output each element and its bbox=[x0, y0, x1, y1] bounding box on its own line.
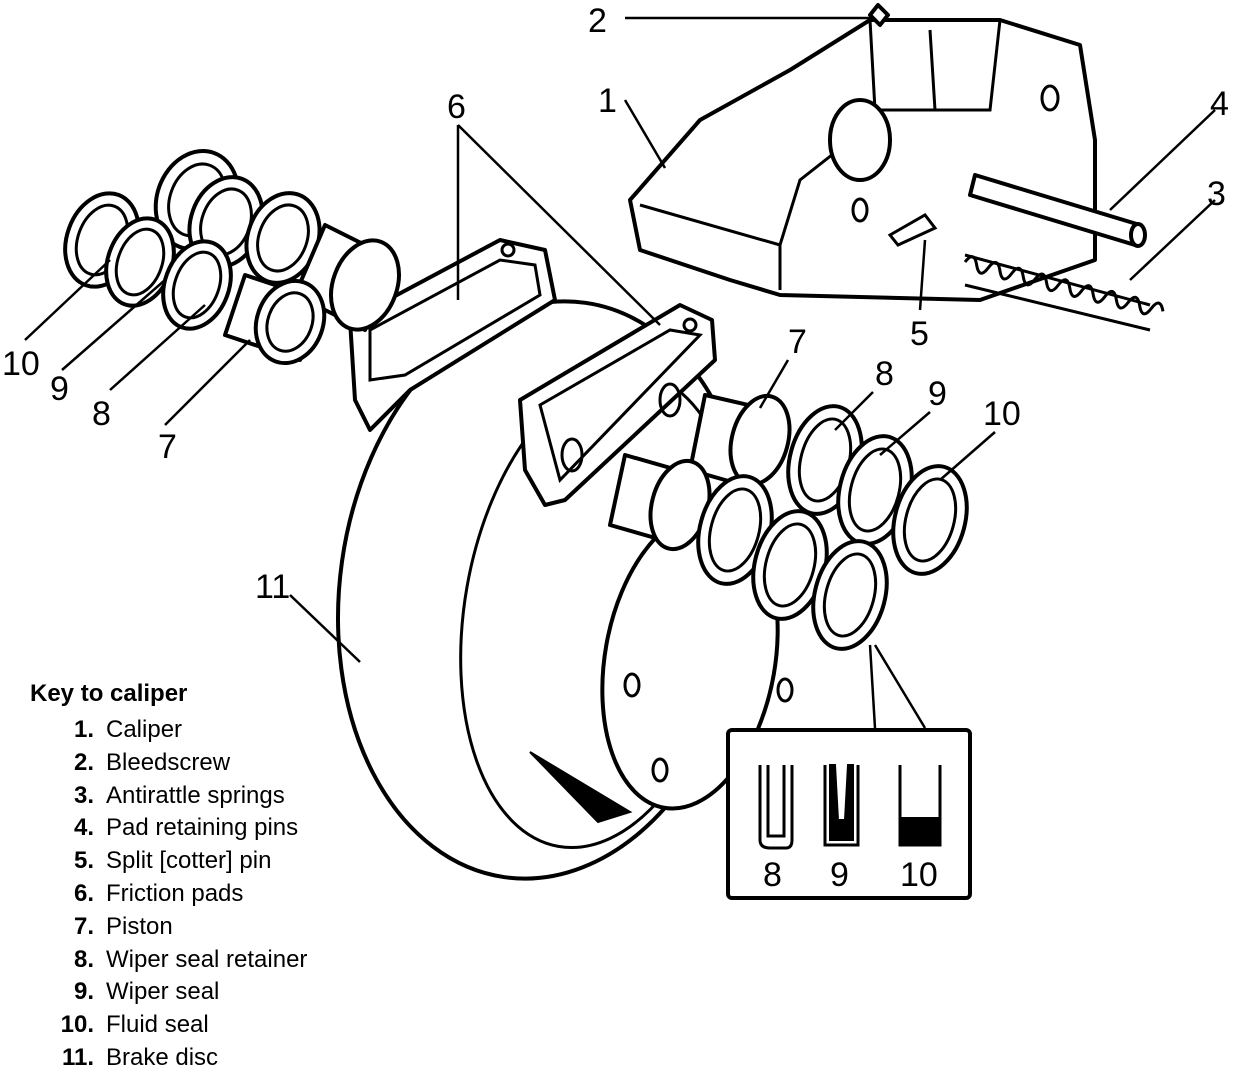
key-item: 9. Wiper seal bbox=[30, 976, 307, 1009]
key-item: 11. Brake disc bbox=[30, 1042, 307, 1075]
key-item-number: 1. bbox=[73, 716, 94, 743]
inset-label-9: 9 bbox=[830, 856, 849, 894]
key-item-number: 11. bbox=[61, 1043, 94, 1071]
key-item-label: Bleedscrew bbox=[106, 748, 231, 776]
key-item-number: 10. bbox=[60, 1011, 94, 1039]
callout-3: 3 bbox=[1207, 175, 1226, 213]
leader-lines bbox=[24, 16, 1216, 663]
callout-9-left: 9 bbox=[50, 370, 69, 408]
pad-retaining-pin bbox=[968, 173, 1147, 248]
key-item-label: Brake disc bbox=[106, 1043, 219, 1071]
callout-1: 1 bbox=[598, 82, 617, 120]
antirattle-spring bbox=[963, 253, 1165, 332]
callout-11: 11 bbox=[255, 568, 290, 606]
inset-label-10: 10 bbox=[900, 856, 938, 894]
key-item-label: Split [cotter] pin bbox=[106, 847, 272, 875]
callout-7-right: 7 bbox=[788, 323, 807, 361]
key-item-number: 9. bbox=[73, 978, 94, 1006]
key-item-label: Caliper bbox=[106, 716, 183, 743]
callout-labels: 1 2 3 4 5 6 7 7 8 8 9 9 10 10 11 8 9 10 bbox=[2, 2, 1229, 894]
caliper-body bbox=[628, 3, 1097, 302]
right-seal-stack bbox=[608, 393, 969, 651]
key-item: 6. Friction pads bbox=[30, 878, 307, 911]
key-title: Key to caliper bbox=[30, 680, 188, 707]
parts-key: Key to caliper 1. Caliper 2. Bleedscrew 3.… bbox=[30, 680, 307, 1075]
key-item-number: 3. bbox=[73, 781, 94, 809]
key-item: 3. Antirattle springs bbox=[30, 780, 307, 813]
left-seal-stack bbox=[63, 149, 401, 366]
seal-profile-inset bbox=[726, 644, 972, 900]
key-item-label: Pad retaining pins bbox=[106, 814, 299, 842]
key-item-number: 6. bbox=[73, 879, 94, 907]
key-item-label: Piston bbox=[106, 912, 173, 940]
key-item-number: 2. bbox=[73, 748, 94, 776]
key-item-label: Antirattle springs bbox=[106, 781, 285, 809]
key-item: 4. Pad retaining pins bbox=[30, 812, 307, 845]
key-item: 1. Caliper bbox=[30, 714, 307, 747]
brake-disc bbox=[336, 299, 794, 881]
callout-5: 5 bbox=[910, 315, 929, 353]
key-item: 7. Piston bbox=[30, 911, 307, 944]
key-item-number: 5. bbox=[73, 847, 94, 875]
friction-pad-left bbox=[348, 238, 557, 432]
key-item-label: Wiper seal retainer bbox=[106, 945, 308, 973]
key-item-label: Fluid seal bbox=[106, 1011, 209, 1039]
inset-label-8: 8 bbox=[763, 856, 782, 894]
callout-9-right: 9 bbox=[928, 375, 947, 413]
callout-10-right: 10 bbox=[983, 395, 1021, 433]
key-item: 10. Fluid seal bbox=[30, 1009, 307, 1042]
callout-8-right: 8 bbox=[875, 355, 894, 393]
callout-8-left: 8 bbox=[92, 395, 111, 433]
key-item-number: 7. bbox=[73, 912, 94, 940]
key-item: 5. Split [cotter] pin bbox=[30, 845, 307, 878]
callout-2: 2 bbox=[588, 2, 607, 40]
key-item-number: 4. bbox=[73, 814, 94, 842]
key-item-number: 8. bbox=[73, 945, 94, 973]
callout-4: 4 bbox=[1210, 85, 1229, 123]
callout-7-left: 7 bbox=[158, 428, 177, 466]
key-item: 2. Bleedscrew bbox=[30, 747, 307, 780]
callout-6: 6 bbox=[447, 88, 466, 126]
key-item-label: Friction pads bbox=[106, 879, 244, 907]
key-item: 8. Wiper seal retainer bbox=[30, 944, 307, 977]
key-item-label: Wiper seal bbox=[106, 978, 220, 1006]
friction-pad-right bbox=[518, 303, 717, 507]
callout-10-left: 10 bbox=[2, 345, 40, 383]
key-list: 1. Caliper 2. Bleedscrew 3. Antirattle spri… bbox=[30, 714, 308, 1075]
